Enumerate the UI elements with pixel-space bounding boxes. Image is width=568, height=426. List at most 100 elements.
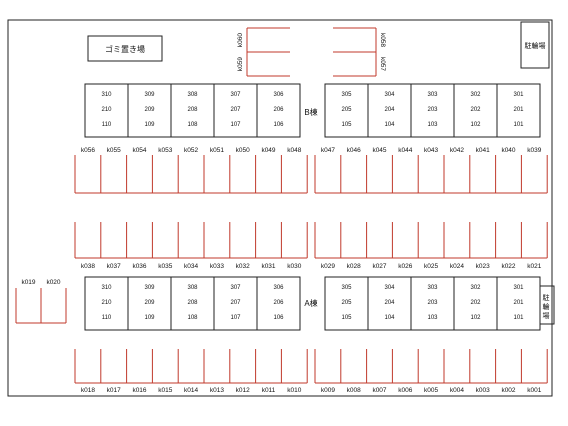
unit-number: 105 bbox=[341, 315, 352, 321]
unit-number: 306 bbox=[273, 92, 284, 98]
parking-space-label: k006 bbox=[398, 387, 412, 394]
parking-space-label: k042 bbox=[450, 147, 464, 154]
bike-parking-right-char-2: 輪 bbox=[543, 302, 550, 311]
unit-column-outline bbox=[367, 83, 412, 138]
garbage-area: ゴミ置き場 bbox=[87, 35, 163, 62]
parking-space-label: k010 bbox=[287, 387, 301, 394]
parking-space-label: k001 bbox=[527, 387, 541, 394]
parking-space-label: k012 bbox=[236, 387, 250, 394]
unit-number: 308 bbox=[187, 92, 198, 98]
site-boundary bbox=[7, 19, 553, 397]
parking-space-label: k016 bbox=[132, 387, 146, 394]
unit-number: 201 bbox=[513, 300, 524, 306]
unit-number: 303 bbox=[427, 285, 438, 291]
parking-space-label: k050 bbox=[236, 147, 250, 154]
unit-column-outline bbox=[84, 83, 129, 138]
parking-space-label: k021 bbox=[527, 263, 541, 270]
unit-number: 309 bbox=[144, 92, 155, 98]
unit-number: 109 bbox=[144, 122, 155, 128]
bike-parking-top: 駐輪場 bbox=[520, 21, 550, 69]
parking-space-label: k060 bbox=[237, 33, 244, 47]
parking-space-label: k002 bbox=[501, 387, 515, 394]
parking-space-label: k045 bbox=[372, 147, 386, 154]
unit-number: 202 bbox=[470, 107, 481, 113]
unit-number: 102 bbox=[470, 315, 481, 321]
unit-column-outline bbox=[496, 276, 541, 331]
parking-space-label: k052 bbox=[184, 147, 198, 154]
parking-space-label: k040 bbox=[501, 147, 515, 154]
parking-space-label: k036 bbox=[132, 263, 146, 270]
unit-number: 301 bbox=[513, 92, 524, 98]
parking-space-label: k019 bbox=[21, 279, 35, 286]
parking-space-label: k011 bbox=[262, 387, 276, 394]
parking-space-label: k007 bbox=[372, 387, 386, 394]
parking-spaces-layer bbox=[15, 27, 548, 384]
parking-space-label: k031 bbox=[261, 263, 275, 270]
unit-number: 109 bbox=[144, 315, 155, 321]
unit-number: 304 bbox=[384, 285, 395, 291]
unit-number: 301 bbox=[513, 285, 524, 291]
unit-number: 108 bbox=[187, 315, 198, 321]
unit-number: 103 bbox=[427, 315, 438, 321]
parking-space-label: k053 bbox=[158, 147, 172, 154]
building-a-label: A棟 bbox=[304, 298, 317, 308]
unit-number: 108 bbox=[187, 122, 198, 128]
parking-space-label: k029 bbox=[321, 263, 335, 270]
parking-space-label: k003 bbox=[476, 387, 490, 394]
unit-number: 107 bbox=[230, 315, 241, 321]
parking-space-label: k008 bbox=[347, 387, 361, 394]
unit-number: 103 bbox=[427, 122, 438, 128]
unit-number: 206 bbox=[273, 300, 284, 306]
parking-space-label: k056 bbox=[81, 147, 95, 154]
buildings-layer: 310 210 110 309 209 109 308 208 108 307 207 107 306 2… bbox=[84, 83, 541, 331]
unit-number: 207 bbox=[230, 300, 241, 306]
unit-number: 205 bbox=[341, 300, 352, 306]
parking-space-label: k058 bbox=[379, 33, 386, 47]
unit-number: 305 bbox=[341, 92, 352, 98]
parking-space-label: k054 bbox=[132, 147, 146, 154]
unit-number: 307 bbox=[230, 92, 241, 98]
unit-number: 208 bbox=[187, 107, 198, 113]
building-b-label: B棟 bbox=[304, 107, 317, 117]
unit-number: 310 bbox=[101, 92, 112, 98]
parking-space-label: k015 bbox=[158, 387, 172, 394]
unit-number: 101 bbox=[513, 315, 524, 321]
unit-column-outline bbox=[170, 83, 215, 138]
bike-parking-top-label: 駐輪場 bbox=[525, 41, 546, 50]
unit-column-outline bbox=[410, 83, 455, 138]
unit-number: 207 bbox=[230, 107, 241, 113]
unit-number: 208 bbox=[187, 300, 198, 306]
unit-number: 209 bbox=[144, 107, 155, 113]
unit-column: 307 207 107 bbox=[213, 83, 258, 138]
unit-number: 203 bbox=[427, 300, 438, 306]
unit-number: 310 bbox=[101, 285, 112, 291]
unit-number: 104 bbox=[384, 315, 395, 321]
unit-number: 205 bbox=[341, 107, 352, 113]
building-b-west-block: 3102101103092091093082081083072071073062… bbox=[84, 83, 301, 138]
unit-number: 209 bbox=[144, 300, 155, 306]
unit-number: 305 bbox=[341, 285, 352, 291]
parking-space-label: k013 bbox=[210, 387, 224, 394]
unit-number: 107 bbox=[230, 122, 241, 128]
parking-space-label: k037 bbox=[107, 263, 121, 270]
unit-number: 203 bbox=[427, 107, 438, 113]
bike-parking-right-char-3: 場 bbox=[543, 311, 550, 320]
unit-column: 308 208 108 bbox=[170, 83, 215, 138]
building-a-east-block: 3052051053042041043032031033022021023012… bbox=[324, 276, 541, 331]
unit-column-outline bbox=[213, 276, 258, 331]
parking-space-label: k020 bbox=[46, 279, 60, 286]
parking-space-label: k009 bbox=[321, 387, 335, 394]
parking-space-label: k017 bbox=[107, 387, 121, 394]
unit-number: 110 bbox=[102, 122, 112, 128]
unit-column: 309 209 109 bbox=[127, 83, 172, 138]
parking-space-label: k039 bbox=[527, 147, 541, 154]
unit-number: 210 bbox=[101, 300, 112, 306]
unit-column-outline bbox=[453, 276, 498, 331]
